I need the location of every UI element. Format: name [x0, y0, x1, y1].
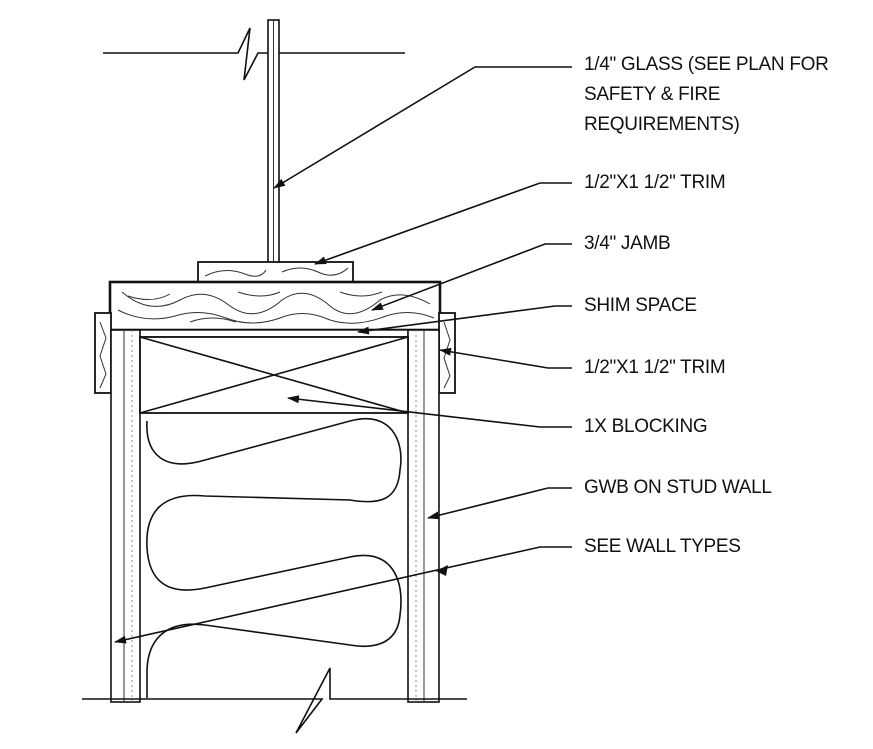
leader-glass	[273, 66, 572, 189]
leader-jamb	[371, 243, 572, 311]
label-blocking: 1X BLOCKING	[584, 416, 708, 437]
leader-gwb	[427, 487, 572, 520]
label-trim-side: 1/2"X1 1/2" TRIM	[584, 357, 726, 378]
leader-trim-top	[314, 182, 572, 265]
label-glass-line2: SAFETY & FIRE	[584, 84, 721, 105]
label-gwb: GWB ON STUD WALL	[584, 477, 772, 498]
batt-insulation	[146, 418, 402, 698]
glass-pane	[267, 19, 280, 283]
label-jamb: 3/4" JAMB	[584, 233, 671, 254]
label-wall-types: SEE WALL TYPES	[584, 536, 741, 557]
leader-shim	[357, 305, 572, 335]
label-glass-line1: 1/4" GLASS (SEE PLAN FOR	[584, 54, 829, 75]
label-trim-top: 1/2"X1 1/2" TRIM	[584, 172, 726, 193]
blocking	[139, 336, 409, 414]
gwb-left	[110, 329, 141, 703]
leader-trim-side	[439, 347, 572, 369]
jamb	[108, 280, 442, 332]
label-shim: SHIM SPACE	[584, 295, 697, 316]
leader-blocking	[287, 395, 572, 428]
leader-wall-types	[114, 546, 572, 644]
top-break-line	[103, 27, 405, 81]
label-glass-line3: REQUIREMENTS)	[584, 114, 740, 135]
top-trim	[197, 261, 354, 283]
side-trim-left	[94, 312, 112, 394]
side-trim-right	[438, 312, 456, 394]
bottom-break-line	[82, 667, 467, 734]
